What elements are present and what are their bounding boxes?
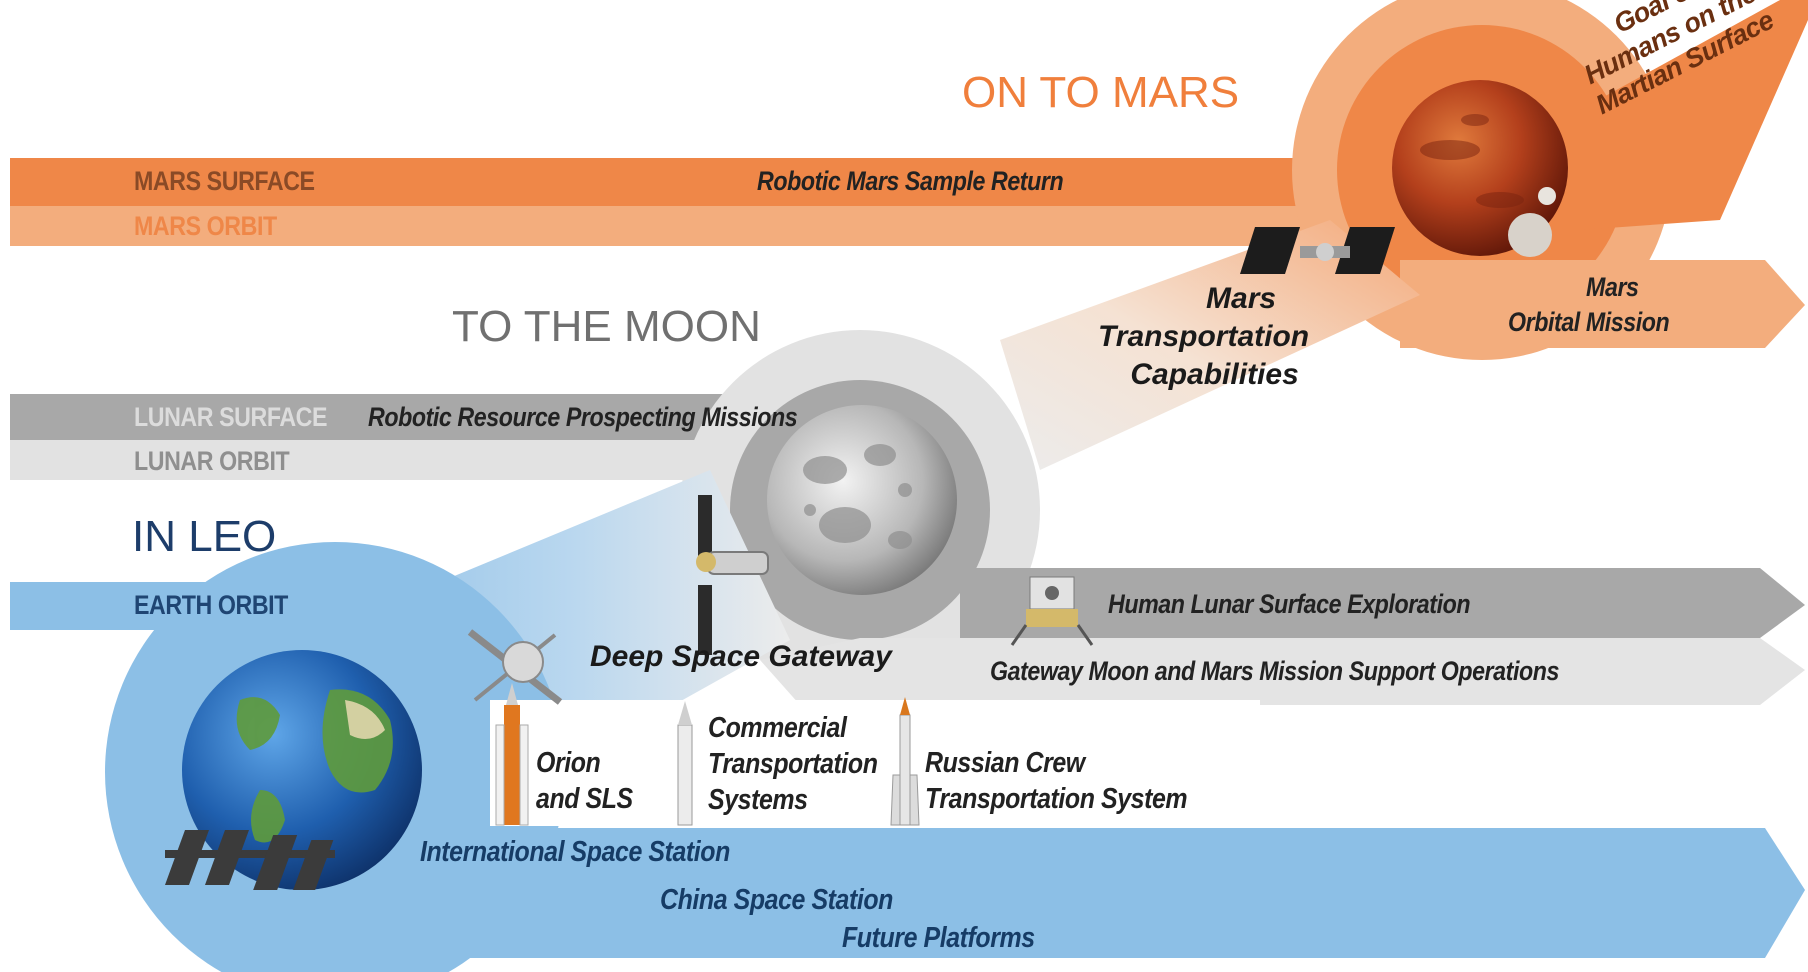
goal-arrow: [1580, 0, 1808, 230]
gateway-ops-arrow: [760, 638, 1805, 705]
mars-moon-small-icon: [1538, 187, 1556, 205]
human-lunar-arrow: [960, 568, 1805, 638]
moon-icon: [767, 405, 957, 595]
mars-orbital-label: Mars Orbital Mission: [1508, 270, 1670, 340]
commercial-transport-label: Commercial Transportation Systems: [708, 710, 878, 818]
mars-transport-vehicle-icon: [1240, 227, 1395, 274]
commercial-line-3: Systems: [708, 784, 808, 816]
gateway-ops-label: Gateway Moon and Mars Mission Support Op…: [990, 656, 1559, 686]
soyuz-rocket-icon: [890, 697, 920, 826]
mars-orbital-line-1: Mars: [1586, 272, 1639, 302]
mars-surface-marks: [1420, 114, 1524, 208]
lunar-prospecting-label: Robotic Resource Prospecting Missions: [368, 402, 798, 432]
iss-platform-arrow: [240, 828, 1805, 958]
mars-orbital-line-2: Orbital Mission: [1508, 307, 1670, 337]
orion-sls-label: Orion and SLS: [536, 745, 633, 817]
commercial-rocket-icon: [677, 701, 693, 826]
mars-moon-icon: [1508, 213, 1552, 257]
lunar-surface-band: [10, 394, 810, 440]
mars-surface-label: MARS SURFACE: [134, 166, 315, 196]
mars-transport-label: Mars Transportation Capabilities: [1098, 280, 1309, 394]
gateway-label: Deep Space Gateway: [590, 640, 892, 673]
earth-desert: [345, 700, 385, 739]
commercial-line-1: Commercial: [708, 712, 847, 744]
iss-station-icon: [164, 830, 335, 890]
mars-orbit-band: [10, 206, 1310, 246]
moon-to-mars-path: [1000, 220, 1420, 470]
china-station-label: China Space Station: [660, 884, 893, 916]
mars-transport-line-2: Transportation: [1098, 320, 1310, 353]
earth-orbit-label: EARTH ORBIT: [134, 590, 288, 620]
gateway-station-icon: [696, 495, 769, 655]
sls-rocket-icon: [495, 683, 529, 826]
launch-zone-white: [490, 700, 1260, 826]
mars-transport-line-1: Mars: [1206, 282, 1277, 315]
orion-line-1: Orion: [536, 747, 601, 779]
russian-line-1: Russian Crew: [925, 747, 1085, 779]
iss-label: International Space Station: [420, 836, 730, 868]
mars-sample-return-label: Robotic Mars Sample Return: [757, 166, 1064, 196]
mars-heading: ON TO MARS: [962, 68, 1240, 117]
moon-craters: [803, 444, 912, 549]
human-lunar-label: Human Lunar Surface Exploration: [1108, 589, 1471, 619]
lunar-orbit-label: LUNAR ORBIT: [134, 446, 290, 476]
mars-transport-line-3: Capabilities: [1130, 358, 1299, 391]
future-platforms-label: Future Platforms: [842, 922, 1035, 954]
russian-transport-label: Russian Crew Transportation System: [925, 745, 1188, 817]
lunar-orbit-band: [10, 440, 800, 480]
mars-planet-icon: [1392, 80, 1568, 256]
mars-orbital-arrow: [1400, 260, 1805, 348]
orion-capsule-icon: [467, 629, 563, 705]
russian-line-2: Transportation System: [925, 783, 1188, 815]
mars-surface-band: [10, 158, 1340, 206]
lunar-surface-label: LUNAR SURFACE: [134, 402, 328, 432]
leo-heading: IN LEO: [132, 512, 277, 561]
lunar-lander-icon: [1010, 576, 1094, 646]
mars-orbit-label: MARS ORBIT: [134, 211, 277, 241]
orion-line-2: and SLS: [536, 783, 633, 815]
moon-heading: TO THE MOON: [452, 302, 761, 351]
commercial-line-2: Transportation: [708, 748, 878, 780]
